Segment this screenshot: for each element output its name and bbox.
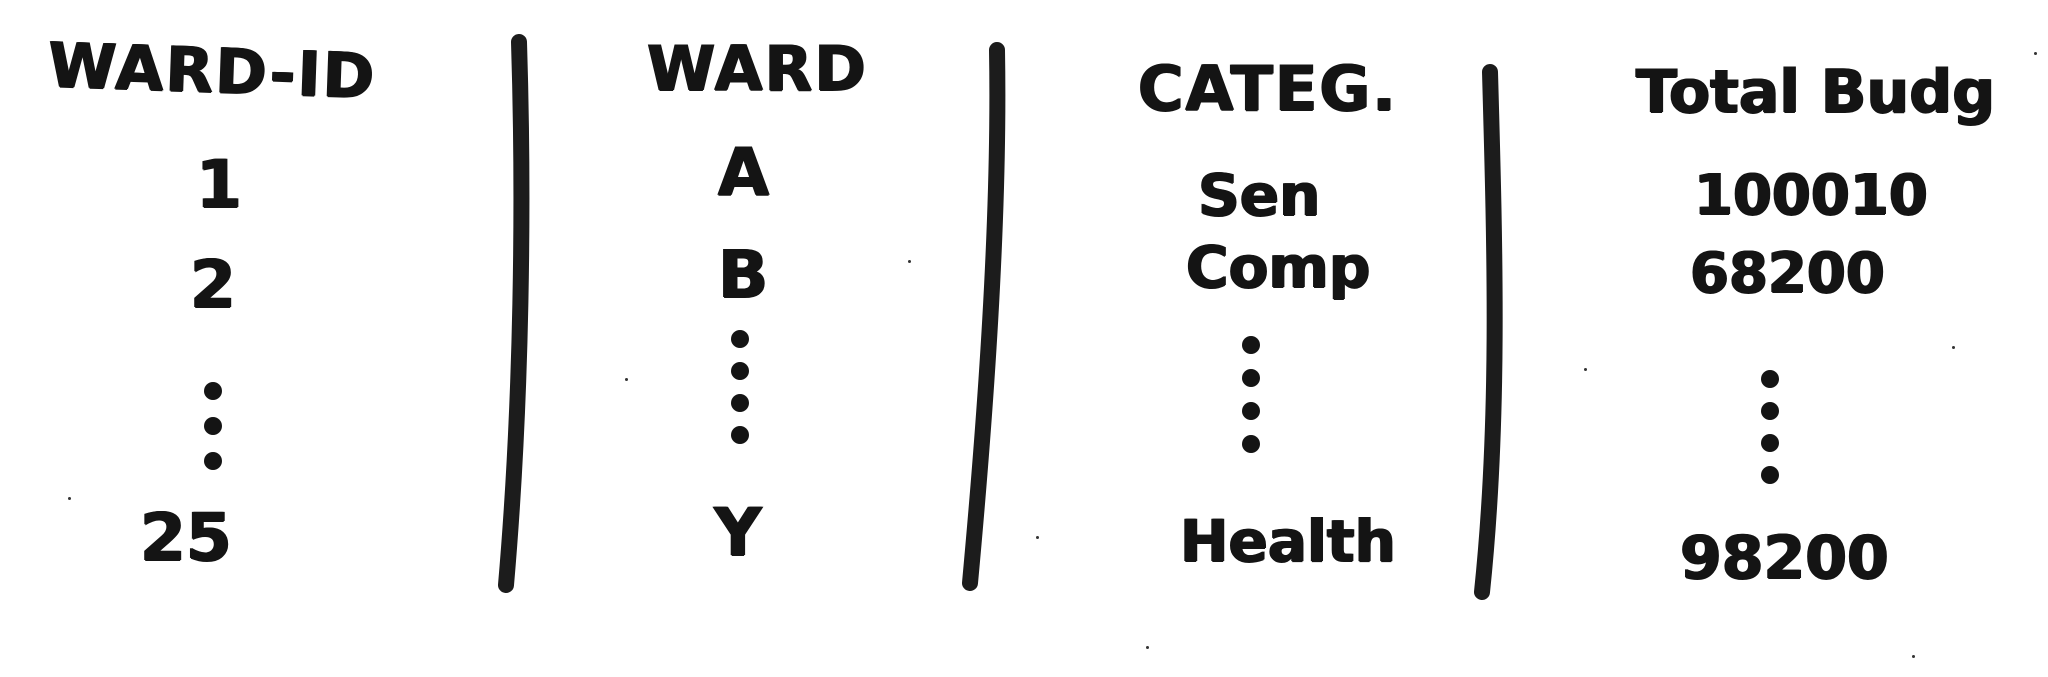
ink-speck: [2034, 52, 2037, 55]
header-total-budget: Total Budg: [1636, 57, 1996, 127]
ward-id-value-1: 1: [196, 146, 242, 223]
budget-value-3: 98200: [1680, 523, 1889, 593]
divider-line-1: [498, 34, 530, 593]
ink-speck: [908, 260, 911, 263]
ink-speck: [625, 378, 628, 381]
category-value-sen: Sen: [1198, 161, 1321, 229]
vertical-ellipsis-icon: [201, 382, 225, 487]
ward-id-value-25: 25: [140, 499, 232, 576]
category-value-health: Health: [1180, 507, 1396, 575]
ink-speck: [1912, 655, 1915, 658]
vertical-ellipsis-icon: [1239, 336, 1263, 468]
divider-line-2: [962, 42, 1006, 591]
vertical-ellipsis-icon: [1758, 370, 1782, 498]
header-ward: WARD: [647, 32, 868, 105]
vertical-ellipsis-icon: [728, 330, 752, 458]
ward-value-b: B: [718, 236, 769, 313]
budget-value-2: 68200: [1690, 241, 1885, 306]
ink-speck: [68, 497, 71, 500]
header-ward-id: WARD-ID: [46, 28, 378, 113]
ink-speck: [1146, 646, 1149, 649]
ward-value-y: Y: [714, 494, 762, 571]
ink-speck: [1584, 368, 1587, 371]
category-value-comp: Comp: [1186, 233, 1371, 301]
ward-id-value-2: 2: [190, 246, 236, 323]
divider-line-3: [1474, 64, 1503, 600]
ink-speck: [1036, 536, 1039, 539]
ward-value-a: A: [718, 134, 770, 211]
budget-value-1: 100010: [1694, 163, 1928, 228]
ink-speck: [1952, 346, 1955, 349]
header-category: CATEG.: [1138, 52, 1398, 125]
